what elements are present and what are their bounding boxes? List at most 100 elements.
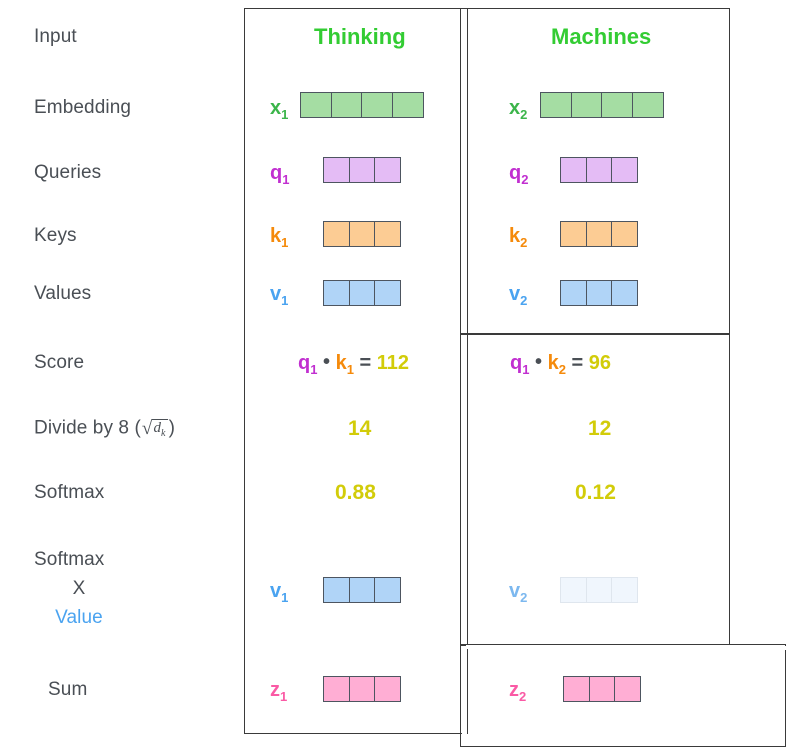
vector-cell: [374, 577, 402, 603]
vector-cell: [348, 577, 376, 603]
score-k-letter: k: [335, 352, 347, 374]
score-q-subscript: 1: [310, 362, 318, 377]
dot-product-icon: •: [323, 351, 331, 373]
vector-cell: [560, 577, 587, 603]
v1-subscript: 1: [281, 293, 289, 308]
v2-letter: v: [509, 283, 521, 305]
vector-strip-v2-weighted: [560, 577, 639, 603]
vector-cell: [323, 157, 350, 183]
vector-cell: [611, 221, 639, 247]
score-expression-col1: q1 • k1 = 112: [298, 351, 409, 377]
row-label-values: Values: [34, 283, 92, 304]
row-label-embedding: Embedding: [34, 97, 132, 118]
vector-cell: [611, 157, 639, 183]
vector-cell: [348, 221, 376, 247]
z1-subscript: 1: [280, 689, 288, 704]
score-k-symbol: k1: [335, 352, 354, 377]
vector-cell: [348, 676, 376, 702]
vector-cell: [614, 676, 642, 702]
v1-weighted-subscript: 1: [281, 590, 289, 605]
vector-strip-v2: [560, 280, 639, 306]
score-expression-col2: q1 • k2 = 96: [510, 351, 611, 377]
vector-cell: [560, 157, 587, 183]
vector-cell: [585, 577, 613, 603]
score-q-symbol: q1: [298, 352, 318, 377]
score-q-symbol: q1: [510, 352, 529, 377]
vector-symbol-v1: v1: [270, 283, 288, 308]
divide-value-col2: 12: [588, 417, 612, 440]
vector-strip-v1: [323, 280, 402, 306]
row-label-softmax-times-value-line3: Value: [55, 607, 103, 628]
v1-letter: v: [270, 283, 282, 305]
x1-letter: x: [270, 97, 282, 119]
vector-strip-k1: [323, 221, 402, 247]
k2-subscript: 2: [520, 235, 528, 250]
q1-subscript: 1: [282, 172, 290, 187]
score-k-subscript: 2: [558, 362, 566, 377]
vector-strip-k2: [560, 221, 639, 247]
score-k-subscript: 1: [346, 362, 354, 377]
vector-cell: [323, 221, 350, 247]
outline-box-thinking: [244, 8, 468, 734]
vector-cell: [391, 92, 424, 118]
vector-symbol-v1-weighted: v1: [270, 580, 288, 605]
vector-cell: [560, 280, 587, 306]
vector-cell: [611, 577, 639, 603]
vector-cell: [585, 280, 613, 306]
outline-mask-b: [462, 336, 467, 644]
vector-cell: [560, 221, 587, 247]
softmax-value-col1: 0.88: [335, 481, 376, 504]
vector-symbol-k2: k2: [509, 225, 527, 250]
sqrt-symbol: √: [141, 418, 153, 439]
vector-cell: [374, 676, 402, 702]
q2-letter: q: [509, 162, 522, 184]
vector-cell: [611, 280, 639, 306]
vector-strip-x2: [540, 92, 664, 118]
softmax-value-col2: 0.12: [575, 481, 616, 504]
v2-weighted-letter: v: [509, 580, 521, 602]
vector-cell: [563, 676, 590, 702]
k2-letter: k: [509, 225, 521, 247]
v2-weighted-subscript: 2: [520, 590, 528, 605]
vector-strip-q1: [323, 157, 402, 183]
row-label-softmax-times-value-line2: X: [72, 578, 86, 599]
row-label-keys: Keys: [34, 225, 77, 246]
outline-mask-e: [466, 645, 730, 649]
row-label-queries: Queries: [34, 162, 102, 183]
vector-cell: [585, 221, 613, 247]
vector-symbol-z1: z1: [270, 679, 287, 704]
outline-box-machines: [460, 8, 730, 335]
outline-mask-a: [462, 10, 467, 333]
column-header-machines: Machines: [551, 24, 652, 49]
vector-cell: [374, 157, 402, 183]
vector-cell: [540, 92, 572, 118]
k1-letter: k: [270, 225, 282, 247]
row-label-sum: Sum: [48, 679, 88, 700]
vector-symbol-v2: v2: [509, 283, 527, 308]
score-k-symbol: k2: [547, 352, 566, 377]
equals-sign: =: [571, 352, 584, 374]
outline-mask-d: [728, 646, 786, 650]
vector-symbol-k1: k1: [270, 225, 288, 250]
v2-subscript: 2: [520, 293, 528, 308]
vector-strip-q2: [560, 157, 639, 183]
z2-subscript: 2: [519, 689, 527, 704]
vector-symbol-x2: x2: [509, 97, 527, 122]
score-k-letter: k: [547, 352, 559, 374]
k-subscript: k: [161, 428, 166, 439]
vector-cell: [601, 92, 634, 118]
row-label-input: Input: [34, 26, 77, 47]
column-header-thinking: Thinking: [314, 24, 406, 49]
z1-letter: z: [270, 679, 280, 701]
vector-cell: [323, 676, 350, 702]
vector-cell: [348, 157, 376, 183]
vector-cell: [585, 157, 613, 183]
x2-letter: x: [509, 97, 521, 119]
vector-cell: [323, 577, 350, 603]
vector-strip-x1: [300, 92, 424, 118]
vector-cell: [631, 92, 664, 118]
vector-symbol-x1: x1: [270, 97, 288, 122]
vector-symbol-z2: z2: [509, 679, 526, 704]
vector-symbol-v2-weighted: v2: [509, 580, 527, 605]
row-label-divide: Divide by 8 (√dk): [34, 417, 175, 440]
